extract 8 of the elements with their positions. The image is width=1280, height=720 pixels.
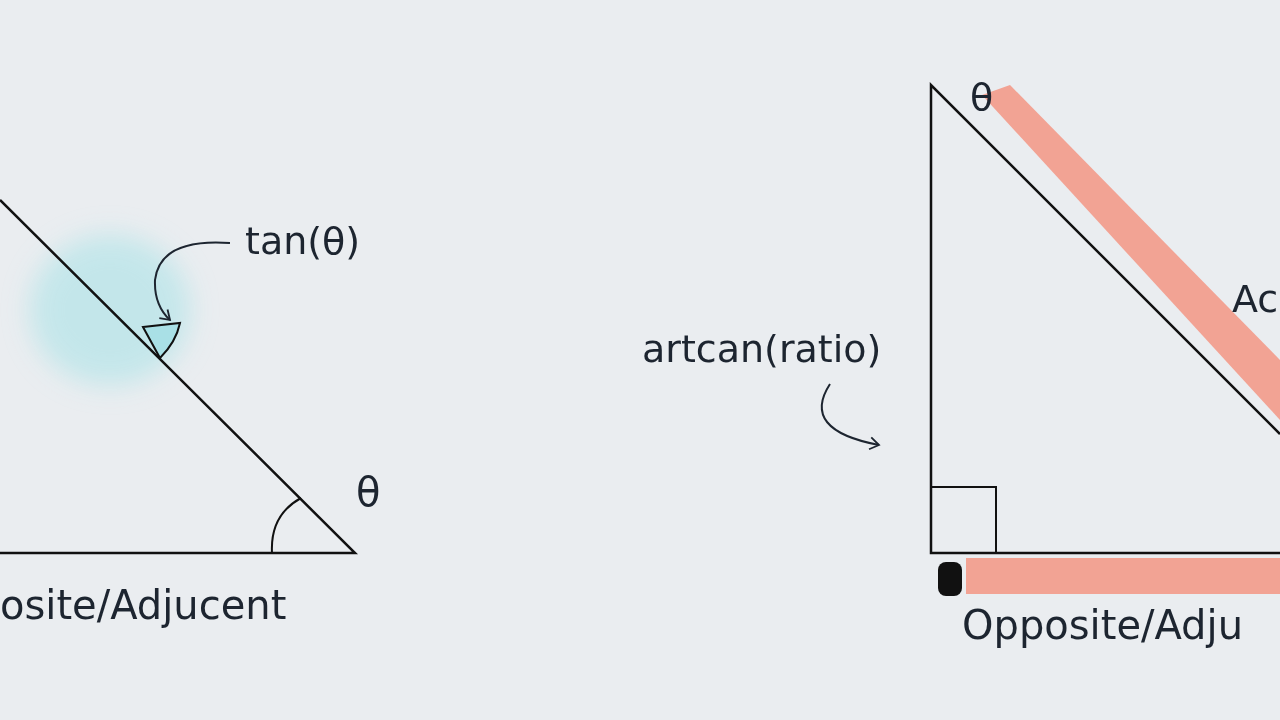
side-label: Ac xyxy=(1232,280,1279,318)
leader-arrow xyxy=(820,383,880,450)
formula-label: artcan(ratio) xyxy=(642,330,882,368)
angle-wedge xyxy=(142,322,181,359)
angle-label: θ xyxy=(970,78,994,116)
formula-label: tan(θ) xyxy=(245,222,361,260)
angle-label: θ xyxy=(356,472,381,512)
leader-arrow xyxy=(153,241,231,321)
